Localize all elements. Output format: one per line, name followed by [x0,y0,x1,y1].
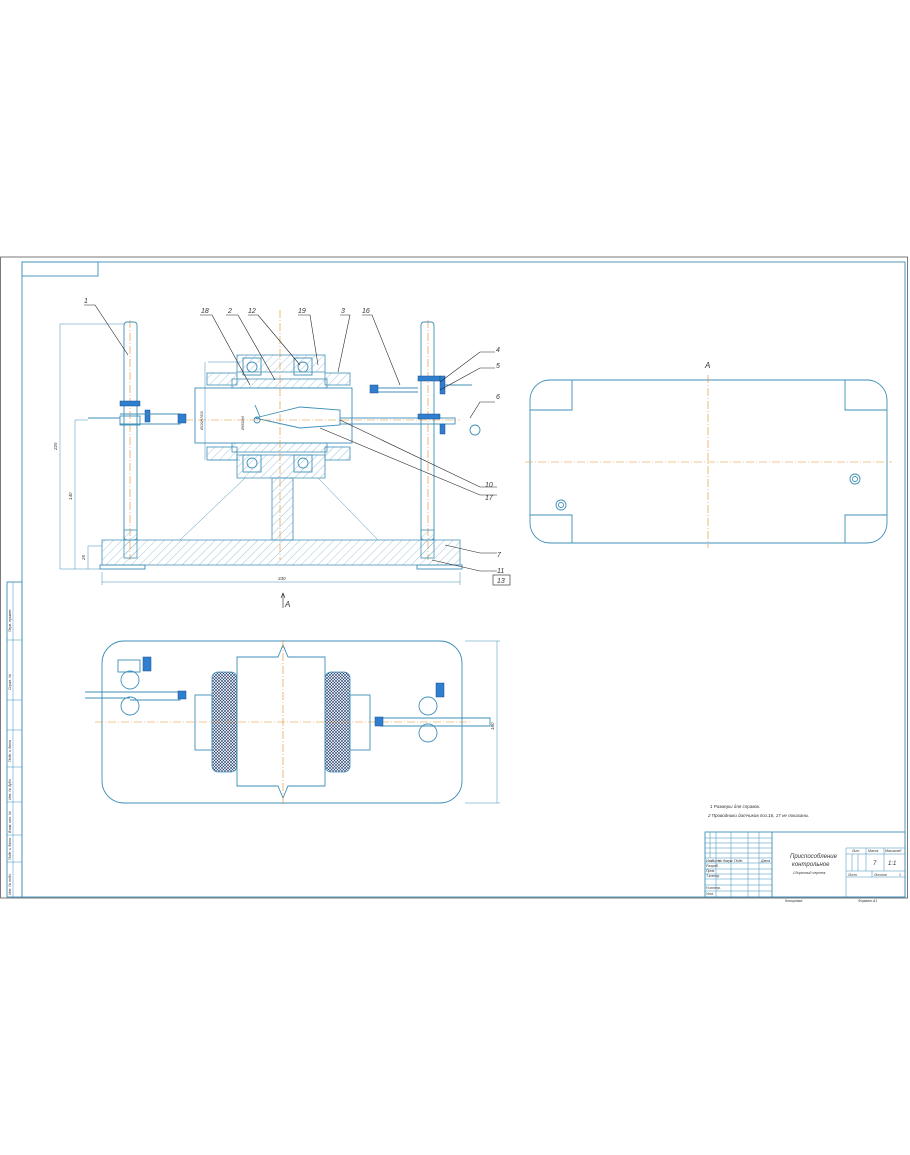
mass-label: Масса [868,849,878,853]
position-label: 13 [497,578,505,585]
strip-label: Инв. № дубл. [8,778,12,800]
lit-label: Лит. [851,849,860,853]
row-label: Н.контр. [706,886,721,890]
sheets-value: 1 [899,873,901,877]
title-line-1: Приспособление [790,854,838,860]
col-header: Изм [706,859,713,863]
view-a: A [525,361,892,548]
sheets-label: Листов [873,873,887,877]
col-header: № докум. [718,859,733,863]
sheet-frame [0,256,908,899]
front-view: 225 140 25 330 Ø100H7/f10 Ø65D/h6 A 1 18… [53,298,511,609]
position-label: 3 [341,308,345,315]
col-header: Лист [710,859,720,863]
dim-bore-fit: Ø100H7/f10 [200,411,204,431]
mass-value: 7 [873,861,877,867]
title-block: Изм Лист № докум. Подп. Дата Разраб. Про… [704,831,906,903]
dim-base-length: 330 [278,576,286,581]
indicator-sensor [177,413,187,424]
plan-view: 180 [85,640,500,805]
scale-label: Масштаб [885,849,902,853]
view-label: A [704,361,710,370]
position-label: 2 [227,308,232,315]
doc-type: Сборочный чертеж [793,871,826,875]
note-2: 2 Проводники датчиков поз.16, 17 не пока… [707,813,809,818]
sheet-label: Лист [847,873,857,877]
dim-plan-width: 180 [490,722,495,730]
strip-label: Взам. инв. № [8,811,12,833]
copied-label: Копировал [785,899,802,903]
dim-shaft-fit: Ø65D/h6 [241,416,245,431]
col-header: Дата [760,859,770,863]
strip-label: Инв. № подл. [8,873,12,895]
row-label: Разраб. [706,864,719,868]
title-line-2: контрольное [792,862,830,868]
note-1: 1 Размеры для справок. [710,804,760,809]
position-label: 17 [485,495,494,502]
position-label: 4 [496,347,500,354]
view-arrow-label: A [284,600,290,609]
position-label: 19 [298,308,306,315]
format-label: Формат A1 [858,899,877,903]
position-label: 12 [248,308,256,315]
left-post [123,321,138,541]
right-post [420,321,435,541]
position-label: 6 [496,394,500,401]
side-strip: Перв. примен. Справ. № Подп. и дата Инв.… [6,581,23,898]
dim-total-height: 225 [53,442,58,451]
dim-base-height: 25 [81,554,86,561]
position-label: 11 [497,568,504,575]
position-label: 16 [362,308,370,315]
position-label: 10 [485,482,493,489]
row-label: Т.контр. [706,874,720,878]
base-plate [101,539,461,566]
col-header: Подп. [734,859,743,863]
scale-value: 1:1 [888,861,896,867]
position-label: 1 [84,298,88,305]
row-label: Утв. [706,892,714,896]
position-label: 7 [497,552,502,559]
strip-label: Перв. примен. [8,609,12,632]
position-label: 18 [201,308,209,315]
dim-axis-height: 140 [68,492,73,500]
strip-label: Подп. и дата [8,838,12,860]
strip-label: Справ. № [8,674,12,690]
strip-label: Подп. и дата [8,740,12,762]
clamp [119,400,141,407]
row-label: Пров. [706,869,715,873]
position-label: 5 [496,363,500,370]
